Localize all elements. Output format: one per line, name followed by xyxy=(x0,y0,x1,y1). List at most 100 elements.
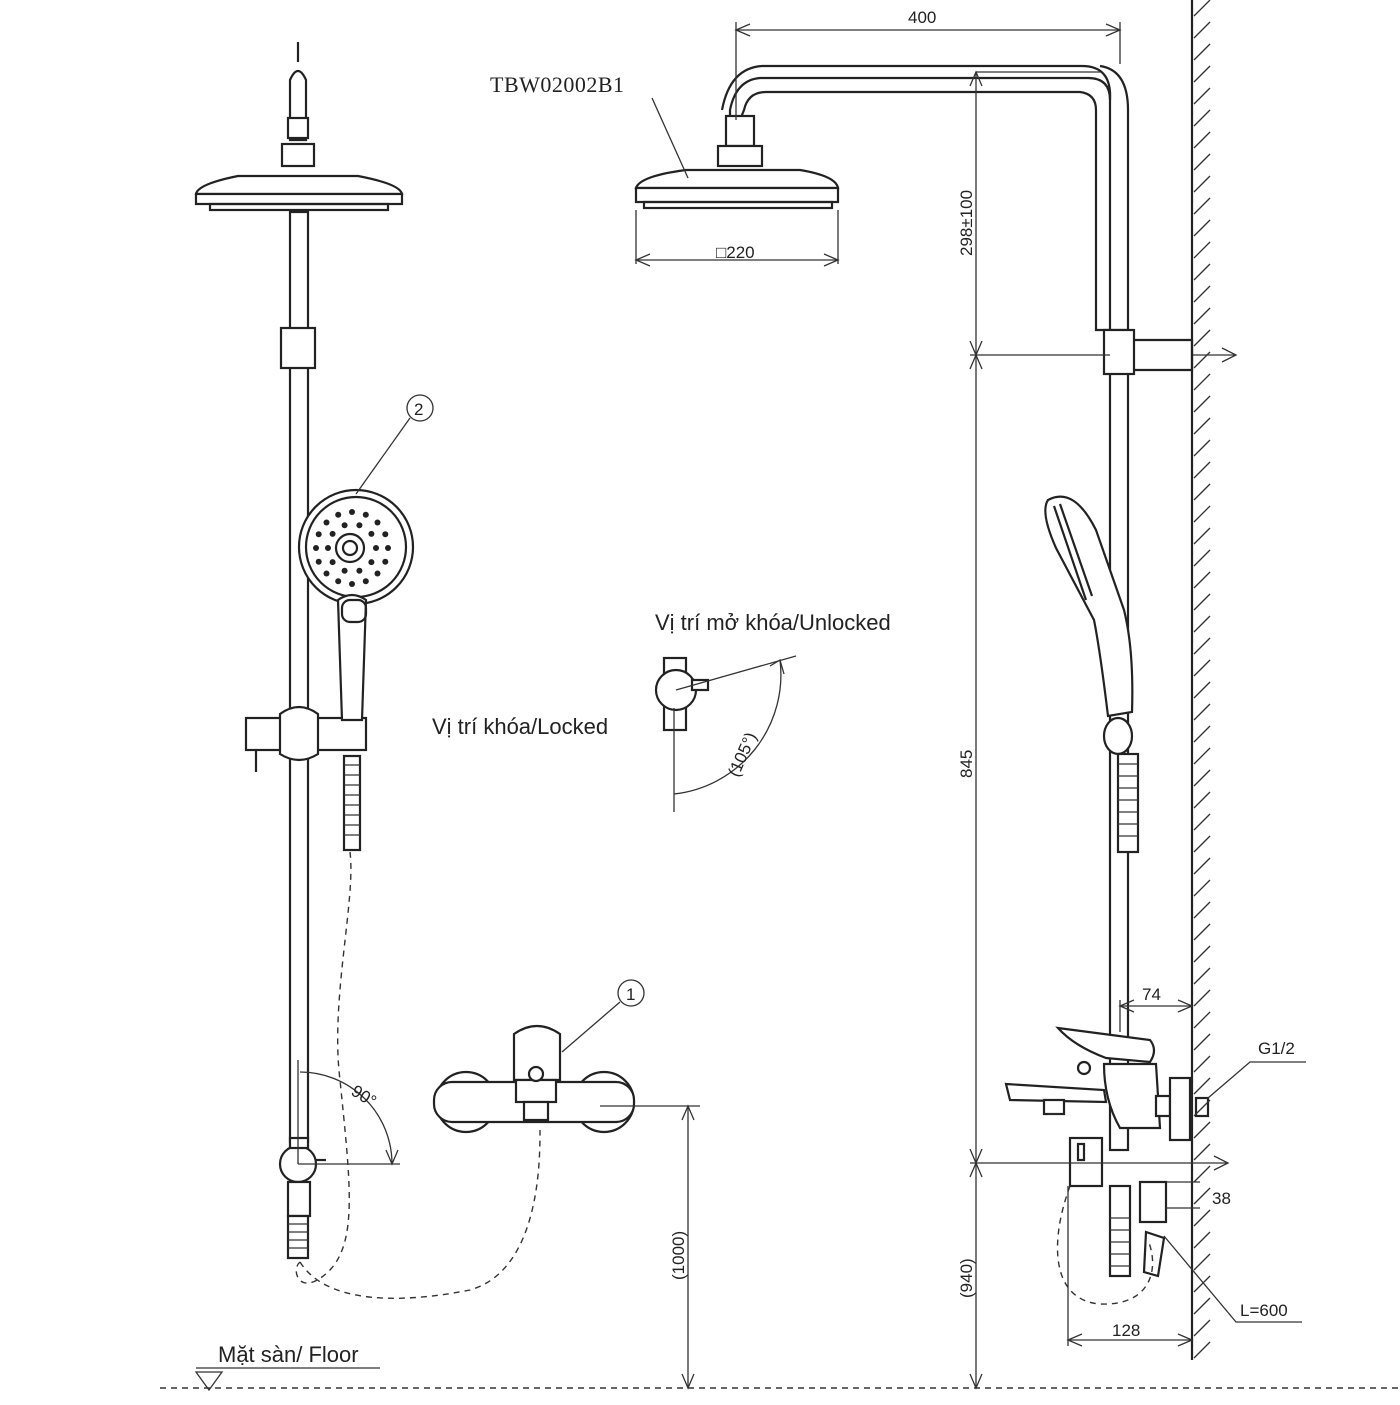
wall-hatch-line xyxy=(1193,1143,1211,1161)
wall-hatch-line xyxy=(1193,329,1211,347)
wall-hatch-line xyxy=(1193,373,1211,391)
dim-mixer-height: (1000) xyxy=(669,1231,688,1280)
spray-hole xyxy=(349,509,355,515)
wall-hatch-line xyxy=(1193,637,1211,655)
hose-length-label: L=600 xyxy=(1240,1301,1288,1320)
wall-hatch-line xyxy=(1193,87,1211,105)
spray-hole xyxy=(329,559,336,566)
wall-hatch-line xyxy=(1193,1319,1211,1337)
spray-hole xyxy=(341,567,348,574)
floor-label: Mặt sàn/ Floor xyxy=(218,1342,359,1367)
wall-hatch-line xyxy=(1193,989,1211,1007)
model-number-label: TBW02002B1 xyxy=(490,72,625,97)
callout-1-label: 1 xyxy=(626,985,635,1004)
wall-hatch-line xyxy=(1193,65,1211,83)
unlocked-position-label: Vị trí mở khóa/Unlocked xyxy=(655,610,891,635)
wall-hatch-line xyxy=(1193,571,1211,589)
wall-hatch-line xyxy=(1193,241,1211,259)
wall-hatch-line xyxy=(1193,417,1211,435)
dim-bracket-height: (940) xyxy=(957,1258,976,1298)
wall-hatch-line xyxy=(1193,791,1211,809)
wall-hatch-line xyxy=(1193,395,1211,413)
dim-outlet-offset: 38 xyxy=(1212,1189,1231,1208)
wall-hatch-line xyxy=(1193,945,1211,963)
wall-hatch-line xyxy=(1193,1055,1211,1073)
spray-hole xyxy=(329,530,336,537)
spray-hole xyxy=(382,531,389,538)
spray-hole xyxy=(356,567,363,574)
lock-position-detail xyxy=(654,655,797,812)
wall-hatch-line xyxy=(1193,1297,1211,1315)
wall-hatch-line xyxy=(1193,483,1211,501)
spray-hole xyxy=(368,530,375,537)
dim-inlet-depth: 128 xyxy=(1112,1321,1140,1340)
wall-hatch-line xyxy=(1193,1341,1211,1359)
spray-holes xyxy=(313,509,391,587)
side-view-mixer xyxy=(1004,1026,1210,1305)
wall-hatch-line xyxy=(1193,615,1211,633)
wall-hatch-line xyxy=(1193,1099,1211,1117)
dim-swivel-angle: 90° xyxy=(348,1081,380,1111)
wall-hatch-line xyxy=(1193,1011,1211,1029)
locked-position-label: Vị trí khóa/Locked xyxy=(432,714,608,739)
floor-line xyxy=(160,1367,1400,1392)
wall-hatch-line xyxy=(1193,549,1211,567)
wall-hatch-line xyxy=(1193,659,1211,677)
wall-hatch-line xyxy=(1193,1033,1211,1051)
spray-hole xyxy=(362,511,369,518)
wall-hatch-line xyxy=(1193,747,1211,765)
wall-hatch-line xyxy=(1193,967,1211,985)
dim-arm-drop: 298±100 xyxy=(957,190,976,256)
wall-hatch-line xyxy=(1193,153,1211,171)
wall-hatch-line xyxy=(1193,769,1211,787)
wall-hatch-line xyxy=(1193,43,1211,61)
wall-hatch-line xyxy=(1193,461,1211,479)
front-view-wall-mixer xyxy=(432,979,645,1134)
wall-hatch-line xyxy=(1193,351,1211,369)
wall-section xyxy=(1190,0,1211,1360)
spray-hole xyxy=(362,578,369,585)
wall-hatch-line xyxy=(1193,1077,1211,1095)
wall-hatch-line xyxy=(1193,109,1211,127)
wall-hatch-line xyxy=(1193,21,1211,39)
side-view-hand-shower xyxy=(1044,495,1140,854)
wall-hatch-line xyxy=(1193,285,1211,303)
spray-hole xyxy=(382,558,389,565)
wall-hatch-line xyxy=(1193,131,1211,149)
wall-hatch-line xyxy=(1193,1231,1211,1249)
wall-hatch-line xyxy=(1193,0,1211,17)
spray-hole xyxy=(325,545,331,551)
spray-hole xyxy=(335,511,342,518)
spray-hole xyxy=(315,558,322,565)
wall-hatch-line xyxy=(1193,527,1211,545)
dim-head-size: □220 xyxy=(716,243,755,262)
wall-hatch-line xyxy=(1193,197,1211,215)
wall-hatch-line xyxy=(1193,879,1211,897)
wall-hatch-line xyxy=(1193,1209,1211,1227)
dim-mixer-depth: 74 xyxy=(1142,985,1161,1004)
wall-hatch-line xyxy=(1193,813,1211,831)
spray-hole xyxy=(374,570,381,577)
spray-hole xyxy=(368,559,375,566)
dim-rail-height: 845 xyxy=(957,750,976,778)
wall-hatch-line xyxy=(1193,725,1211,743)
dim-arm-length: 400 xyxy=(908,8,936,27)
wall-hatch-line xyxy=(1193,307,1211,325)
wall-hatch-line xyxy=(1193,263,1211,281)
wall-hatch-line xyxy=(1193,1275,1211,1293)
wall-hatch-line xyxy=(1193,175,1211,193)
wall-hatch-line xyxy=(1193,1187,1211,1205)
wall-hatch-line xyxy=(1193,593,1211,611)
spray-hole xyxy=(356,522,363,529)
spray-hole xyxy=(373,545,379,551)
wall-hatch-line xyxy=(1193,681,1211,699)
dim-lock-angle: (105°) xyxy=(724,729,760,779)
wall-hatch-line xyxy=(1193,703,1211,721)
spray-hole xyxy=(315,531,322,538)
spray-hole xyxy=(335,578,342,585)
wall-hatch-line xyxy=(1193,439,1211,457)
wall-hatch-line xyxy=(1193,901,1211,919)
callout-2-label: 2 xyxy=(414,400,423,419)
